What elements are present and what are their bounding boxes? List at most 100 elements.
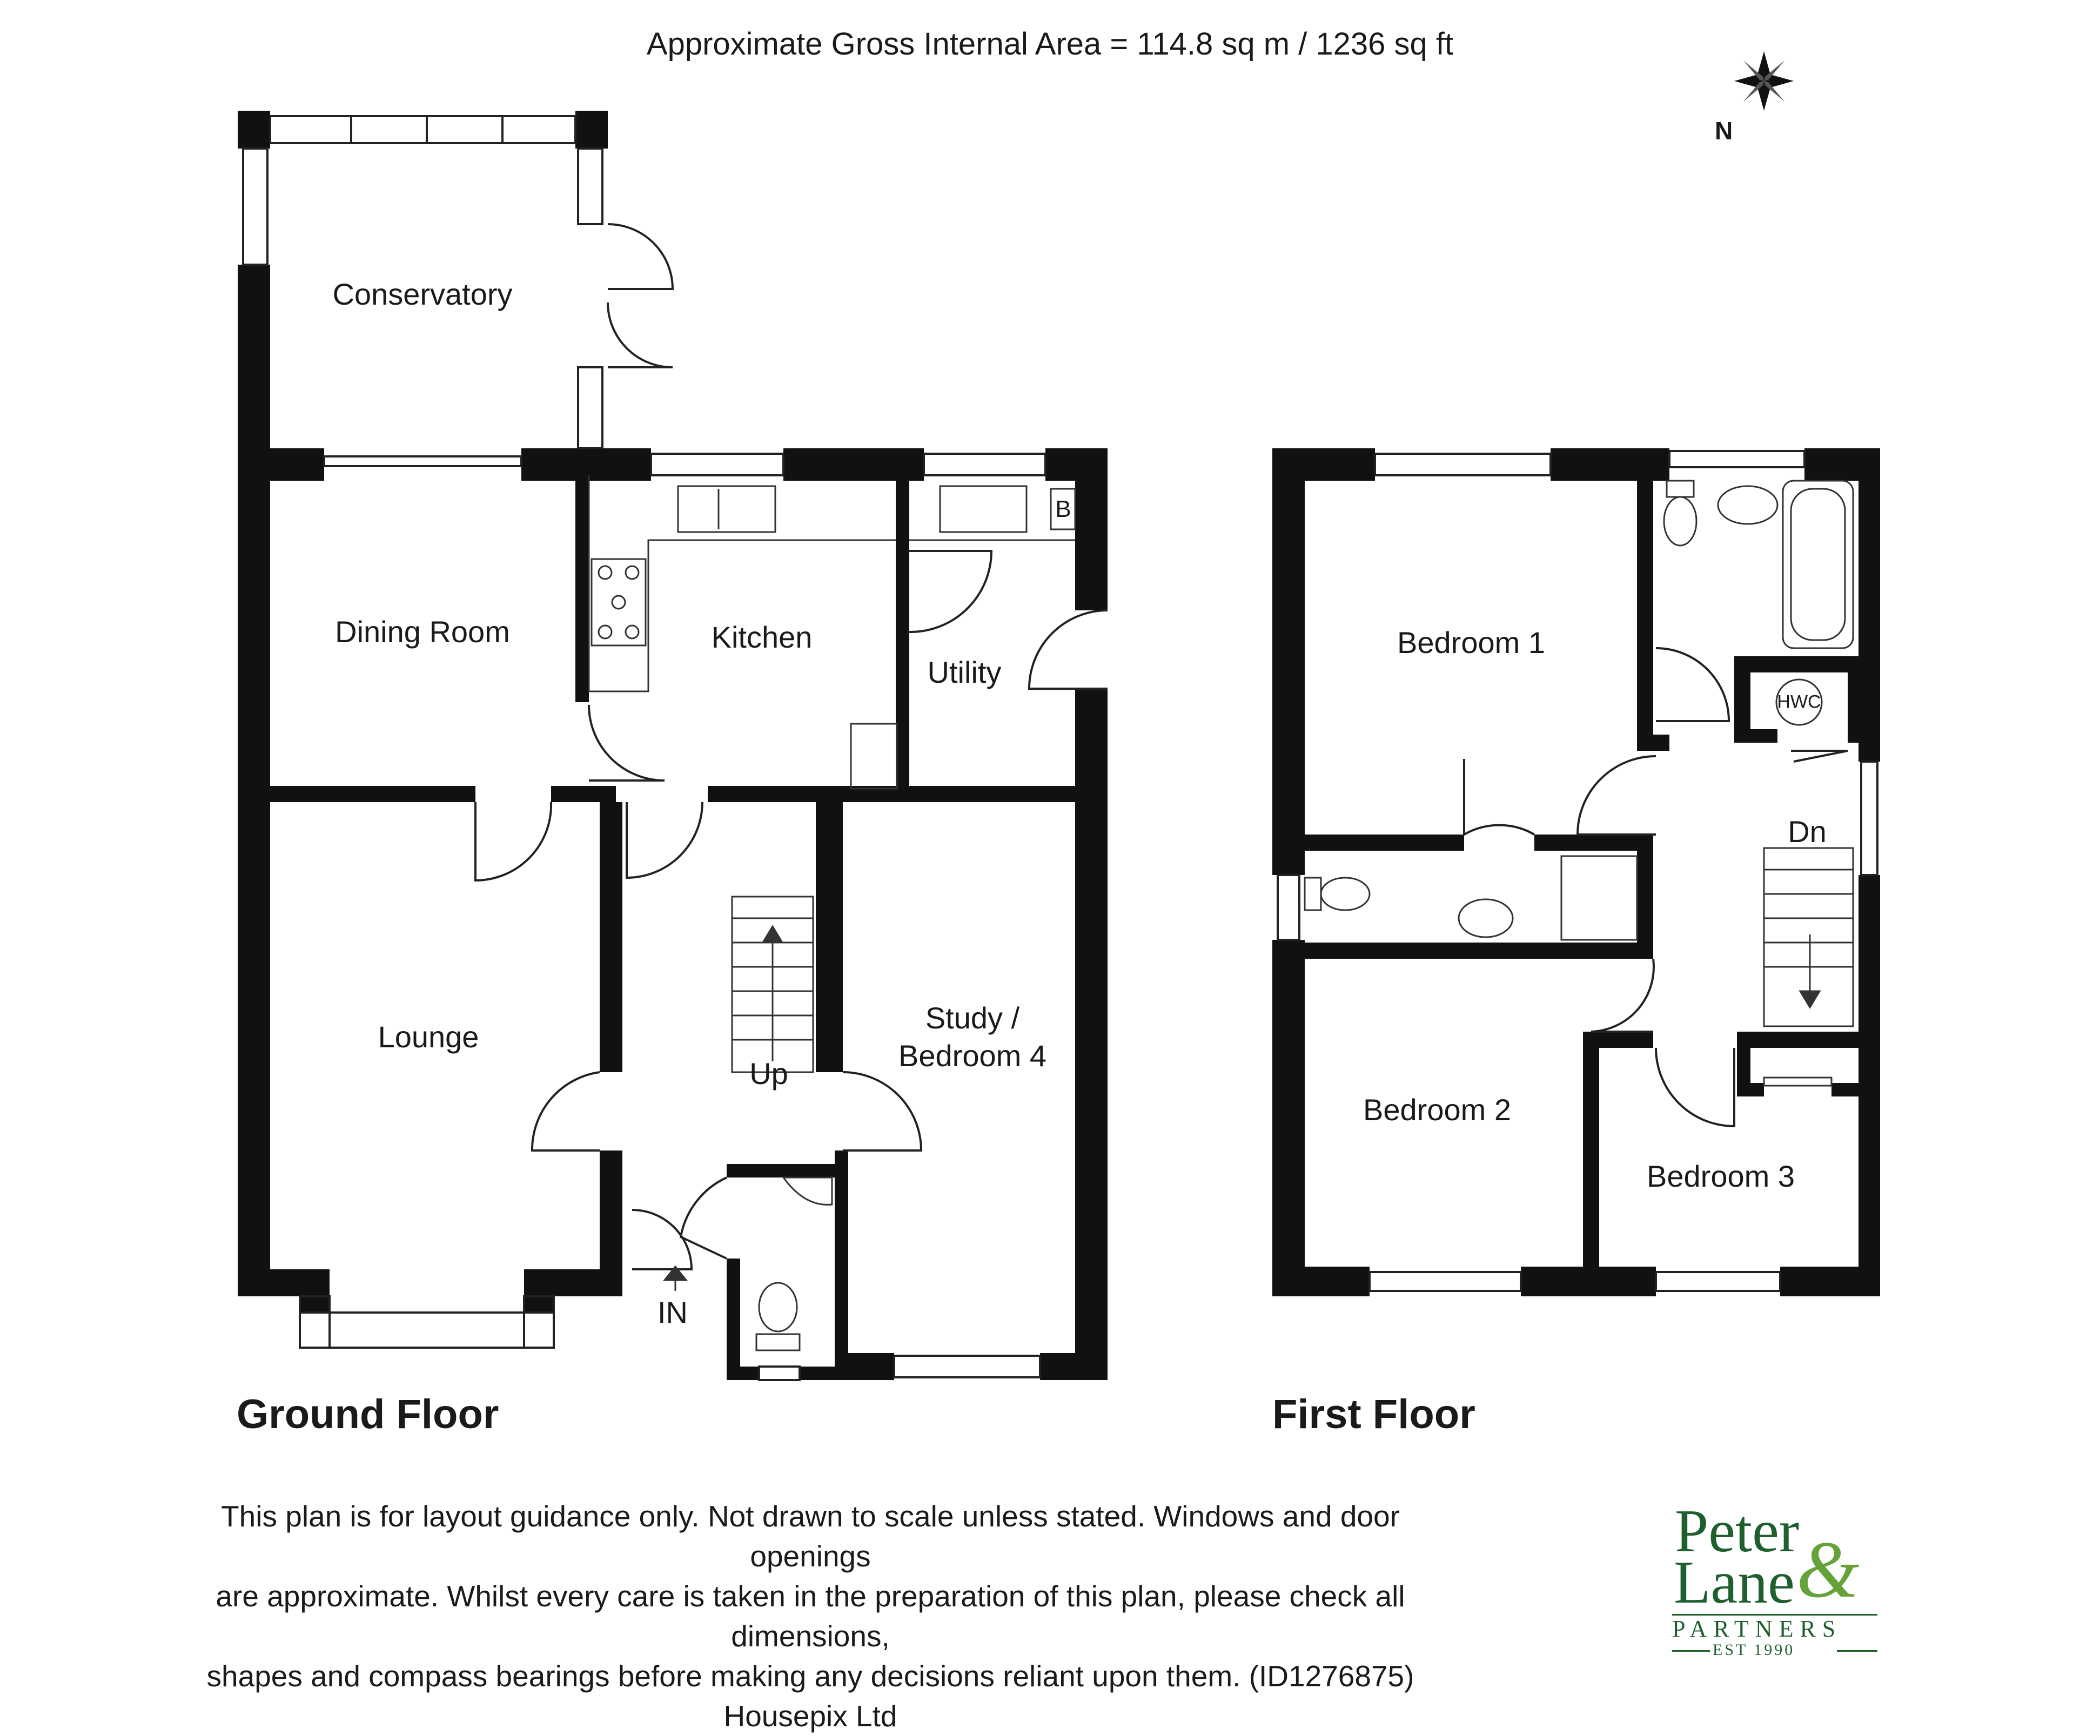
door-swing — [1028, 609, 1108, 690]
wall — [727, 1259, 740, 1380]
staircase — [731, 896, 814, 1073]
agency-logo: Peter Lane & PARTNERS EST 1990 — [1659, 1501, 1886, 1664]
door-swing — [1463, 759, 1535, 837]
door-swing — [1791, 750, 1848, 763]
room-bedroom-1: Bedroom 1 — [1397, 625, 1545, 660]
room-study: Study / Bedroom 4 — [898, 999, 1046, 1075]
wall — [727, 1367, 759, 1380]
wall — [1040, 1353, 1108, 1380]
room-lounge: Lounge — [378, 1020, 479, 1054]
bath — [1782, 480, 1854, 649]
compass-label: N — [1715, 117, 1733, 145]
wall — [238, 111, 270, 149]
wall — [708, 786, 1108, 802]
wall — [1737, 1032, 1859, 1048]
window — [923, 453, 1046, 476]
wall — [1831, 1083, 1859, 1096]
wall — [1297, 835, 1464, 851]
floor-plan-drawing — [238, 51, 1880, 1381]
toilet-cistern — [1304, 877, 1322, 911]
door-swing — [1655, 647, 1730, 722]
room-conservatory: Conservatory — [332, 277, 513, 311]
logo-lane: Lane — [1674, 1549, 1795, 1616]
toilet-cistern — [755, 1333, 801, 1351]
room-kitchen: Kitchen — [711, 620, 813, 654]
disclaimer-line: This plan is for layout guidance only. N… — [221, 1499, 1400, 1573]
hob-ring — [625, 624, 640, 640]
wall — [1780, 1267, 1880, 1296]
wall — [1583, 1032, 1653, 1048]
utility-sink — [939, 485, 1028, 533]
wall — [300, 1296, 330, 1313]
sliding-door — [323, 455, 522, 467]
disclaimer-line: shapes and compass bearings before makin… — [206, 1659, 1414, 1693]
hwc-tank — [1775, 678, 1823, 726]
stairs-down-label: Dn — [1788, 815, 1827, 849]
worktop — [588, 475, 896, 692]
wall — [816, 802, 843, 1072]
room-bedroom-3: Bedroom 3 — [1647, 1159, 1795, 1193]
wall — [600, 802, 622, 1072]
logo-est: EST 1990 — [1713, 1641, 1795, 1659]
wall — [551, 786, 616, 802]
wall — [1737, 1083, 1764, 1096]
hob-ring — [598, 624, 613, 640]
wall — [524, 1296, 554, 1313]
fixture-set — [588, 475, 1854, 1351]
compass-rose-icon — [1734, 51, 1794, 111]
wall — [238, 1269, 330, 1296]
door-swing — [679, 1176, 727, 1260]
cupboard — [850, 723, 898, 790]
wall — [1272, 1267, 1370, 1296]
window — [577, 147, 603, 225]
wall — [1637, 475, 1653, 745]
wall — [238, 448, 324, 481]
window — [1374, 453, 1552, 476]
door-swing — [909, 550, 993, 634]
door-set — [474, 223, 1848, 1270]
logo-ampersand: & — [1796, 1525, 1860, 1614]
boiler-label: B — [1055, 496, 1071, 522]
window — [758, 1365, 801, 1381]
wall — [835, 1150, 848, 1380]
room-dining: Dining Room — [335, 615, 510, 649]
basin — [1717, 485, 1779, 525]
wall — [1637, 835, 1653, 959]
wall — [1521, 1267, 1656, 1296]
wall — [1740, 729, 1777, 743]
door-swing — [1655, 1047, 1735, 1128]
wall — [835, 1353, 894, 1380]
window — [269, 115, 576, 144]
wardrobe-door — [1763, 1076, 1833, 1087]
logo-rule-top — [1672, 1614, 1877, 1616]
staircase — [1763, 847, 1854, 1027]
door-swing — [632, 1209, 693, 1270]
wall — [1734, 656, 1864, 672]
wall — [238, 265, 270, 454]
gross-area-text: Approximate Gross Internal Area = 114.8 … — [646, 26, 1454, 62]
wall — [1534, 835, 1642, 851]
logo-partners: PARTNERS — [1672, 1616, 1842, 1642]
room-study-line1: Study / — [925, 1001, 1020, 1035]
toilet — [758, 1282, 798, 1333]
wall — [1297, 943, 1615, 959]
wall — [575, 111, 608, 149]
wall — [1859, 875, 1880, 1296]
window — [577, 366, 603, 449]
wall — [575, 475, 589, 702]
bath-inner — [1790, 488, 1846, 641]
door-swing — [1591, 958, 1655, 1033]
window — [1368, 1271, 1522, 1292]
window — [242, 147, 269, 266]
hob — [591, 558, 647, 647]
hob-ring — [625, 565, 640, 580]
window — [1860, 761, 1878, 876]
wall — [1848, 656, 1864, 743]
basin — [782, 1176, 833, 1206]
room-bedroom-2: Bedroom 2 — [1363, 1093, 1511, 1127]
kitchen-sink — [677, 485, 776, 533]
window — [650, 453, 784, 476]
first-floor-title: First Floor — [1272, 1391, 1475, 1437]
wall — [896, 475, 909, 789]
stairs-up-label: Up — [749, 1057, 788, 1091]
